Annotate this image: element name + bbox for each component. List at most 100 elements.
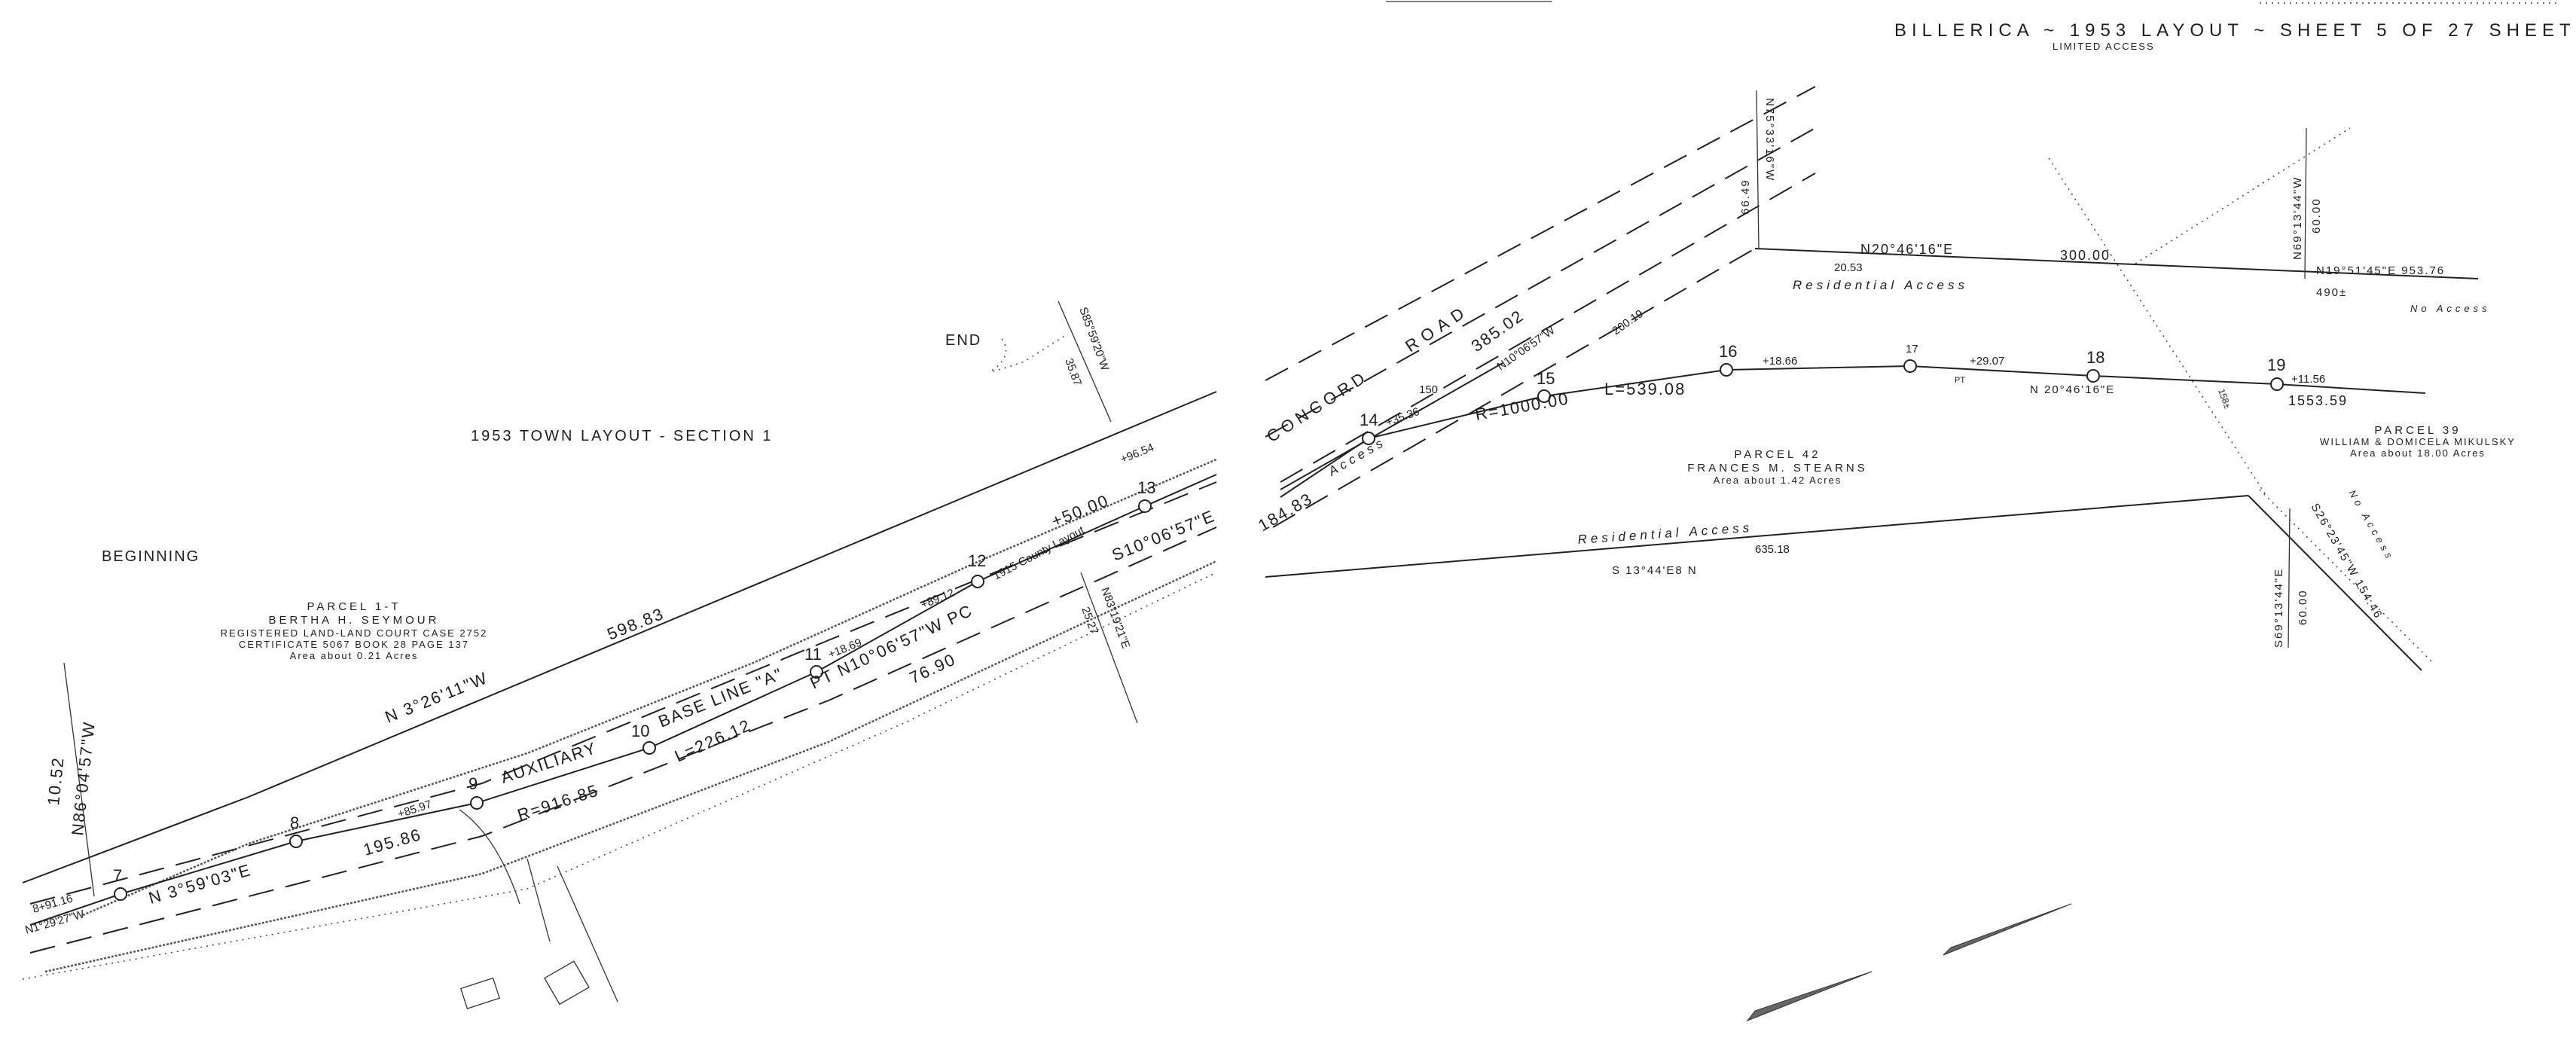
left-sheet: 1953 TOWN LAYOUT - SECTION 1 BEGINNING E… — [22, 301, 1218, 1009]
svg-text:76.90: 76.90 — [907, 649, 960, 687]
station-marker — [2270, 377, 2284, 391]
svg-text:ROAD: ROAD — [1402, 301, 1473, 356]
svg-text:Area about 18.00 Acres: Area about 18.00 Acres — [2350, 447, 2486, 459]
base-line-right — [1280, 365, 2426, 498]
svg-text:WILLIAM & DOMICELA MIKULSKY: WILLIAM & DOMICELA MIKULSKY — [2320, 436, 2516, 447]
svg-text:BERTHA H. SEYMOUR: BERTHA H. SEYMOUR — [269, 614, 440, 627]
dotted-diagonal — [2048, 157, 2268, 498]
svg-text:S85°59'20"W: S85°59'20"W — [1076, 306, 1111, 374]
svg-text:+29.07: +29.07 — [1970, 355, 2004, 368]
left-stations: 7 8 9 10 11 12 13 — [113, 478, 1155, 901]
svg-text:S 13°44'E8 N: S 13°44'E8 N — [1612, 564, 1698, 577]
svg-text:60.00: 60.00 — [2297, 589, 2309, 625]
stone-wall-north — [82, 458, 1217, 917]
lower-residential-line — [1265, 495, 2249, 578]
svg-text:BASE LINE "A": BASE LINE "A" — [656, 664, 786, 731]
station-number: 17 — [1906, 343, 1918, 356]
end-tie-line — [1058, 301, 1112, 423]
svg-text:CERTIFICATE 5067 BOOK 28 PAGE: CERTIFICATE 5067 BOOK 28 PAGE 137 — [239, 639, 469, 650]
svg-text:35.87: 35.87 — [1062, 357, 1084, 388]
station-number: 15 — [1537, 369, 1555, 388]
svg-text:N75°33'16"W: N75°33'16"W — [1763, 98, 1776, 182]
svg-text:598.83: 598.83 — [605, 604, 667, 644]
diag-line — [2248, 495, 2422, 671]
svg-text:60.00: 60.00 — [2310, 197, 2323, 233]
end-label: END — [945, 332, 981, 349]
svg-text:N86°04'57"W: N86°04'57"W — [68, 720, 99, 837]
svg-text:L=539.08: L=539.08 — [1604, 380, 1686, 398]
baseline-lower-dash — [29, 526, 1217, 954]
svg-text:N19°51'45"E 953.76: N19°51'45"E 953.76 — [2316, 264, 2445, 277]
north-arrow-wedge-icon — [1746, 971, 1872, 1022]
station-marker — [1537, 389, 1551, 403]
svg-text:25.27: 25.27 — [1079, 606, 1100, 636]
svg-text:L=226.12: L=226.12 — [672, 716, 754, 766]
tie-right-vertical — [2304, 127, 2307, 279]
top-residential-line — [1754, 248, 2479, 279]
station-marker — [289, 835, 303, 848]
base-line-a — [29, 474, 1217, 926]
station-number: 19 — [2267, 356, 2285, 374]
svg-text:No Access: No Access — [2410, 303, 2491, 314]
station-number: 8 — [290, 813, 299, 832]
svg-text:REGISTERED LAND-LAND COURT CAS: REGISTERED LAND-LAND COURT CASE 2752 — [221, 627, 488, 639]
svg-text:S69°13'44"E: S69°13'44"E — [2272, 568, 2285, 648]
svg-text:200.19: 200.19 — [1610, 307, 1646, 337]
station-number: 16 — [1719, 342, 1737, 361]
svg-text:490±: 490± — [2316, 286, 2347, 299]
station-marker — [971, 575, 984, 588]
svg-text:+35.36: +35.36 — [1384, 405, 1421, 429]
svg-text:+96.54: +96.54 — [1119, 441, 1155, 466]
svg-text:Area about 1.42 Acres: Area about 1.42 Acres — [1714, 475, 1842, 486]
svg-text:PARCEL 1-T: PARCEL 1-T — [307, 600, 401, 613]
parcel-1t-label: PARCEL 1-T BERTHA H. SEYMOUR REGISTERED … — [221, 600, 488, 661]
northerly-sideline — [22, 391, 1217, 884]
parcel-39-label: PARCEL 39 WILLIAM & DOMICELA MIKULSKY Ar… — [2320, 424, 2516, 459]
station-marker — [1903, 359, 1917, 373]
station-number: 11 — [804, 645, 822, 664]
building-outline — [544, 960, 590, 1006]
svg-text:184.83: 184.83 — [1255, 489, 1316, 535]
svg-text:Area about 0.21 Acres: Area about 0.21 Acres — [290, 650, 419, 661]
drop-line — [2288, 508, 2291, 649]
svg-text:FRANCES M. STEARNS: FRANCES M. STEARNS — [1687, 462, 1868, 475]
svg-text:Access: Access — [1326, 435, 1389, 479]
svg-text:20.53: 20.53 — [1834, 261, 1863, 274]
svg-text:+18.66: +18.66 — [1763, 355, 1797, 368]
concord-road-line — [1265, 86, 1816, 381]
station-marker — [1138, 499, 1152, 513]
southerly-sideline — [22, 572, 1217, 980]
north-arrow-wedge-icon — [1943, 903, 2072, 956]
concord-road-line — [1272, 248, 1756, 528]
svg-text:No Access: No Access — [2346, 488, 2396, 563]
svg-text:PARCEL 42: PARCEL 42 — [1734, 448, 1821, 461]
svg-text:N 20°46'16"E: N 20°46'16"E — [2030, 383, 2115, 396]
left-annotations: 598.83 N 3°26'11"W N86°04'57"W 10.52 8+9… — [23, 306, 1217, 937]
svg-text:R=1000.00: R=1000.00 — [1474, 389, 1571, 424]
baseline-upper-dash — [29, 481, 1217, 905]
svg-text:Residential Access: Residential Access — [1793, 278, 1968, 292]
svg-text:Residential Access: Residential Access — [1577, 520, 1753, 547]
tie-left-vertical — [1756, 90, 1760, 249]
beginning-label: BEGINNING — [102, 548, 200, 565]
station-marker — [1362, 432, 1375, 445]
svg-text:N83°19'21"E: N83°19'21"E — [1098, 586, 1132, 651]
end-leader — [990, 334, 1067, 373]
station-marker — [1720, 363, 1733, 377]
parcel-42-label: PARCEL 42 FRANCES M. STEARNS Area about … — [1687, 448, 1868, 486]
svg-text:635.18: 635.18 — [1755, 543, 1790, 556]
svg-text:PT: PT — [1955, 376, 1965, 385]
right-stations: 14 15 16 17 18 19 — [1360, 342, 2285, 445]
svg-text:66.49: 66.49 — [1739, 179, 1752, 215]
right-sheet: 14 15 16 17 18 19 PARCEL 42 FRANCES M. S… — [1255, 86, 2516, 1022]
station-marker — [114, 887, 127, 901]
sheet-title: BILLERICA ~ 1953 LAYOUT ~ SHEET 5 OF 27 … — [1894, 20, 2576, 41]
concord-road-line — [1280, 172, 1816, 483]
station-marker — [2086, 369, 2100, 383]
begin-tie-line — [63, 662, 95, 897]
svg-text:+89.12: +89.12 — [919, 587, 956, 612]
station-number: 7 — [113, 866, 122, 885]
svg-text:150: 150 — [1419, 383, 1438, 396]
svg-text:CONCORD: CONCORD — [1263, 366, 1372, 446]
